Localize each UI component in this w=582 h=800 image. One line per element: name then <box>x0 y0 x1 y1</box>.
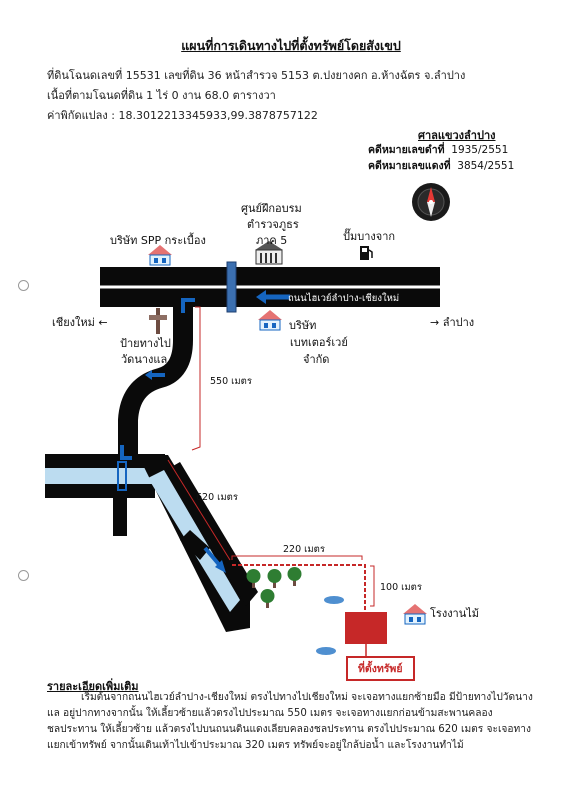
black-case-value: 1935/2551 <box>451 144 509 156</box>
branch-road <box>180 530 210 560</box>
distance-620-line <box>167 459 231 561</box>
betterway-label-3: จำกัด <box>303 353 330 366</box>
spp-company-label: บริษัท SPP กระเบื้อง <box>110 234 206 247</box>
gas-pump-icon <box>360 246 373 260</box>
temple-sign-label-1: ป้ายทางไป <box>120 337 171 350</box>
distance-100-bracket <box>370 565 375 607</box>
side-road-arrow-icon <box>145 370 165 380</box>
tree-icon <box>287 567 302 586</box>
training-center-label-2: ตำรวจภูธร <box>247 218 299 231</box>
binder-hole-top <box>18 280 29 291</box>
details-title: รายละเอียดเพิ่มเติม <box>47 680 139 693</box>
diagonal-road-inner <box>166 462 258 606</box>
tree-icon <box>260 589 275 608</box>
sawmill-building-icon <box>403 604 427 625</box>
east-direction: → ลำปาง <box>430 313 474 331</box>
training-center-label-3: ภาค 5 <box>256 234 288 247</box>
highway-name: ถนนไฮเวย์ลำปาง-เชียงใหม่ <box>288 293 400 304</box>
betterway-building-icon <box>258 310 282 331</box>
west-arrow-icon: ← <box>98 316 108 329</box>
red-case-value: 3854/2551 <box>457 160 515 172</box>
distance-220-bracket <box>231 555 363 560</box>
canal-turn-arrow-icon <box>120 445 132 460</box>
police-center-icon <box>255 241 283 265</box>
court-title: ศาลแขวงลำปาง <box>418 129 496 142</box>
east-direction-label: ลำปาง <box>442 316 475 329</box>
turn-arrow-icon <box>181 298 195 313</box>
black-case-number: คดีหมายเลขดำที่ 1935/2551 <box>368 141 508 158</box>
road-stub <box>113 498 127 536</box>
binder-hole-bottom <box>18 570 29 581</box>
tree-icon <box>267 569 282 588</box>
diagonal-arrow-icon <box>203 546 226 573</box>
compass-icon <box>412 183 450 221</box>
distance-550-bracket <box>191 306 201 451</box>
coordinates-line: ค่าพิกัดแปลง : 18.3012213345933,99.38787… <box>47 109 318 122</box>
crossing-road-lower <box>45 484 155 498</box>
training-center-label-1: ศูนย์ฝึกอบรม <box>241 202 302 215</box>
signpost-icon <box>149 308 167 334</box>
west-direction: เชียงใหม่ ← <box>52 313 108 331</box>
tree-cluster <box>246 567 302 608</box>
distance-100-label: 100 เมตร <box>380 582 422 593</box>
betterway-label-2: เบทเตอร์เวย์ <box>290 336 348 349</box>
distance-220-label: 220 เมตร <box>283 544 325 555</box>
details-body: เริ่มต้นจากถนนไฮเวย์ลำปาง-เชียงใหม่ ตรงไ… <box>47 692 533 751</box>
highway-bridge-marker <box>226 261 237 313</box>
land-info-line-1: ที่ดินโฉนดเลขที่ 15531 เลขที่ดิน 36 หน้า… <box>47 69 466 82</box>
property-parcel <box>345 612 387 644</box>
page-title: แผนที่การเดินทางไปที่ตั้งทรัพย์โดยสังเขป <box>181 38 401 53</box>
west-direction-label: เชียงใหม่ <box>52 316 95 329</box>
red-case-label: คดีหมายเลขแดงที่ <box>368 160 451 172</box>
tree-icon <box>246 569 261 588</box>
black-case-label: คดีหมายเลขดำที่ <box>368 144 445 156</box>
highway-arrow-icon <box>256 290 290 304</box>
distance-550-label: 550 เมตร <box>210 376 252 387</box>
east-arrow-icon: → <box>430 316 440 329</box>
distance-620-label: 620 เมตร <box>196 492 238 503</box>
spp-building-icon <box>148 245 172 266</box>
canal-horizontal <box>45 468 165 484</box>
temple-sign-label-2: วัดนางแล <box>121 353 168 366</box>
walking-route-line <box>232 564 366 612</box>
pond-icon <box>324 596 344 604</box>
pond-icon <box>316 647 336 655</box>
red-case-number: คดีหมายเลขแดงที่ 3854/2551 <box>368 157 514 174</box>
property-label: ที่ตั้งทรัพย์ <box>346 656 415 681</box>
sawmill-label: โรงงานไม้ <box>430 607 480 620</box>
canal-bridge-icon <box>117 461 127 491</box>
gas-station-label: ปั๊มบางจาก <box>343 230 396 243</box>
betterway-label-1: บริษัท <box>289 319 317 332</box>
side-road-to-canal <box>118 305 193 460</box>
crossing-road-upper <box>45 454 165 468</box>
land-info-line-2: เนื้อที่ตามโฉนดที่ดิน 1 ไร่ 0 งาน 68.0 ต… <box>47 89 276 102</box>
